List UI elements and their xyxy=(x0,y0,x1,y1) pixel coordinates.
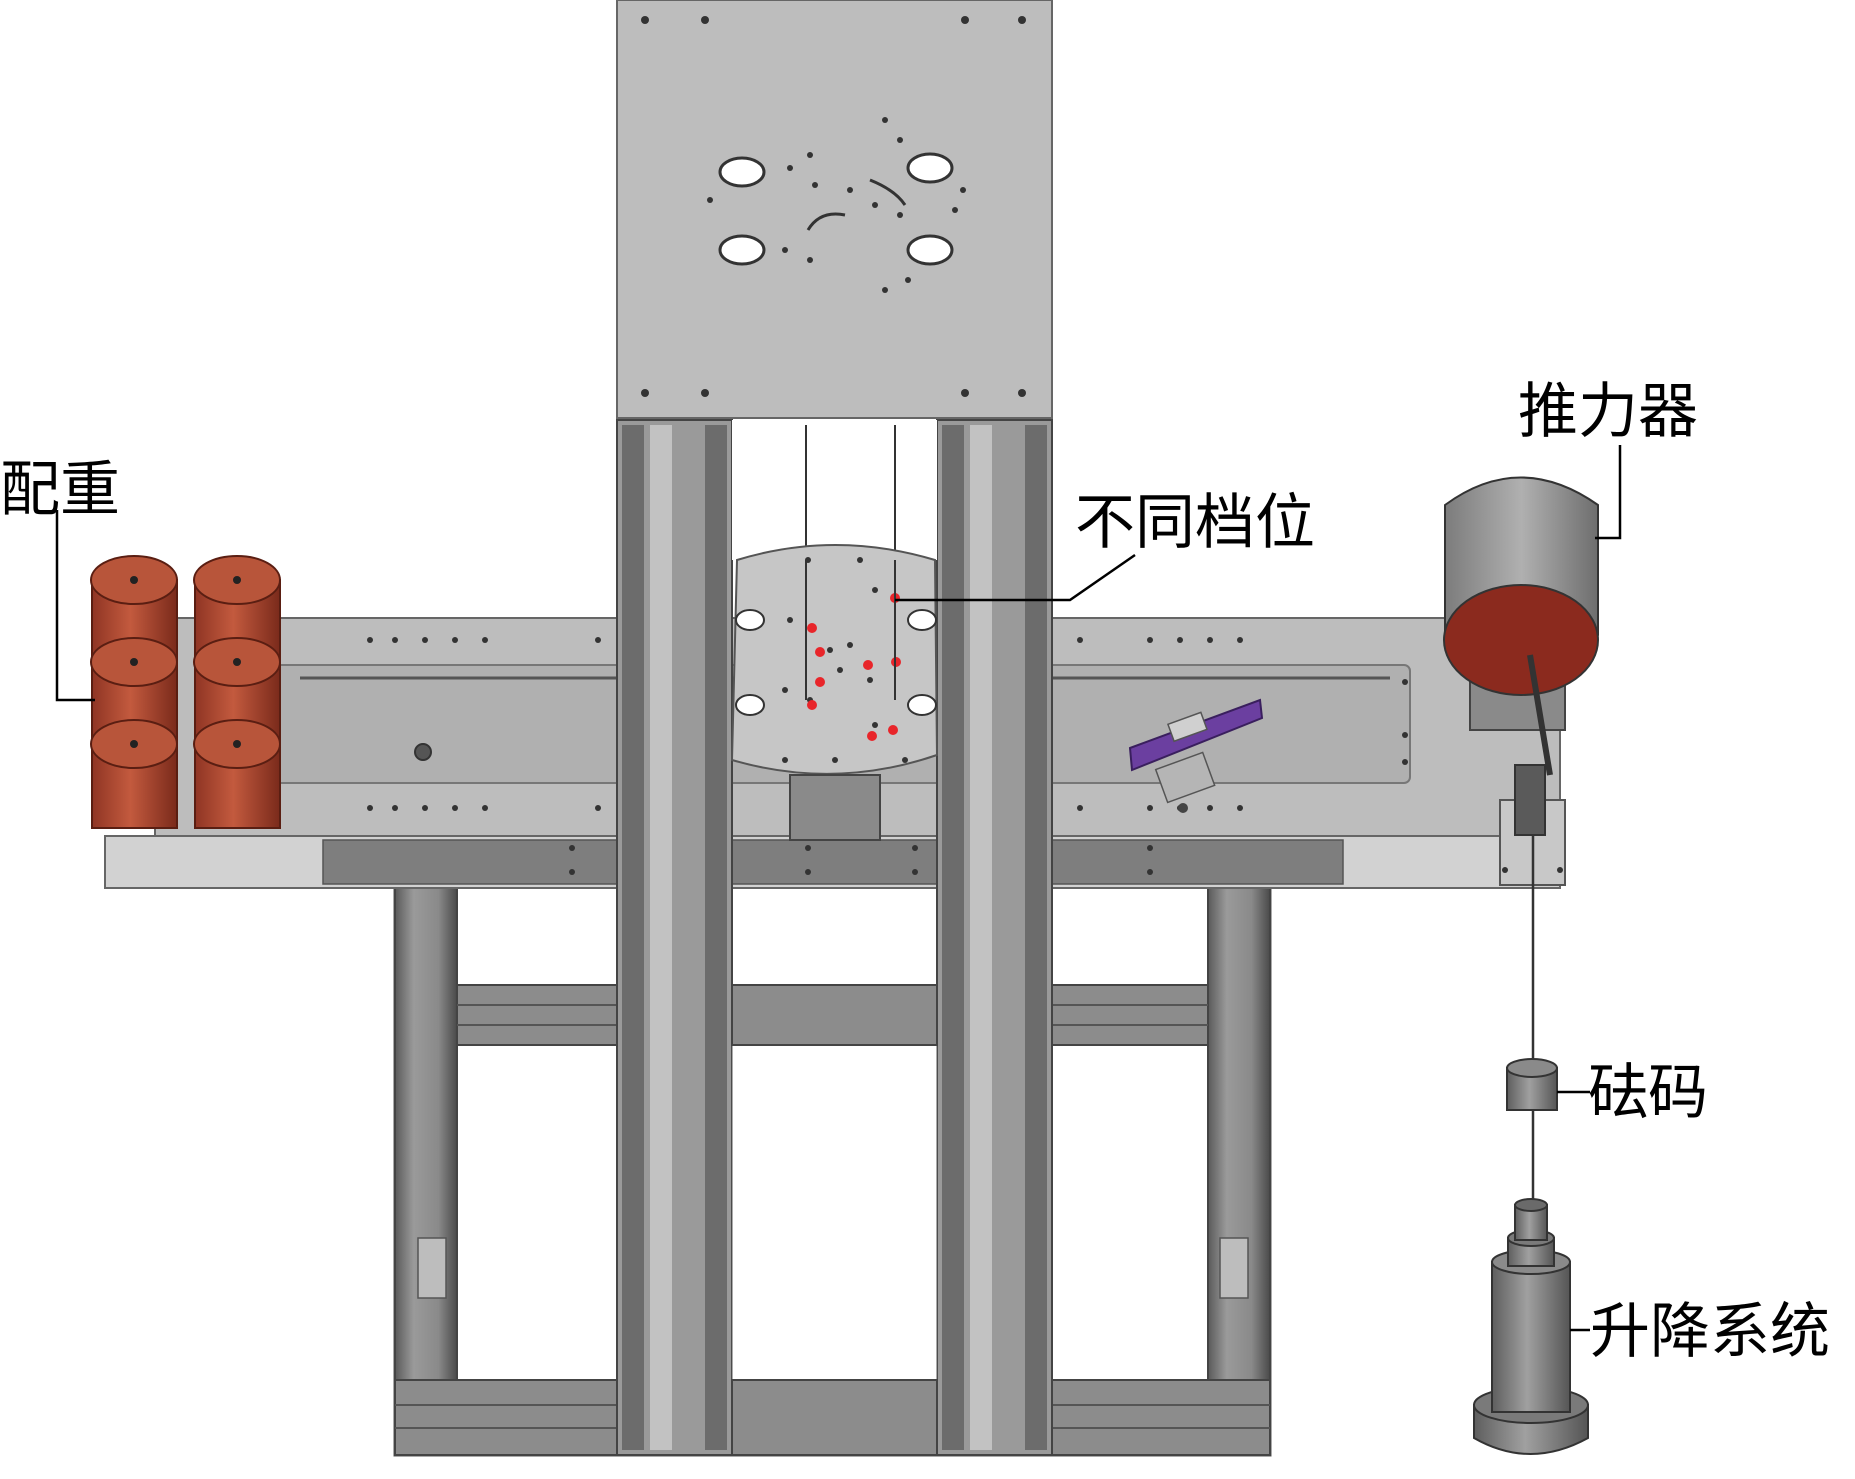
top-plate xyxy=(616,0,1053,419)
leader-lines xyxy=(55,445,1622,1332)
label-gear-positions: 不同档位 xyxy=(1075,488,1315,558)
clamp-assembly xyxy=(1128,698,1264,813)
label-weight: 砝码 xyxy=(1588,1058,1708,1128)
counterweights xyxy=(90,555,281,829)
rotary-disc xyxy=(730,544,939,841)
label-counterweight: 配重 xyxy=(0,455,120,525)
leader-gear-positions xyxy=(895,553,1136,602)
leader-thruster xyxy=(1595,445,1622,540)
weight-block xyxy=(1506,1058,1558,1111)
leader-counterweight xyxy=(55,510,95,702)
lifting-system-body xyxy=(1473,1198,1589,1455)
label-thruster: 推力器 xyxy=(1518,377,1698,447)
label-lifting-system: 升降系统 xyxy=(1590,1297,1830,1367)
counterweight-column-right xyxy=(193,555,281,829)
bottom-frame xyxy=(393,883,1272,1457)
vertical-posts xyxy=(616,419,1053,1456)
counterweight-column-left xyxy=(90,555,178,829)
thruster xyxy=(1443,476,1599,886)
weight-and-lift xyxy=(1473,835,1589,1455)
